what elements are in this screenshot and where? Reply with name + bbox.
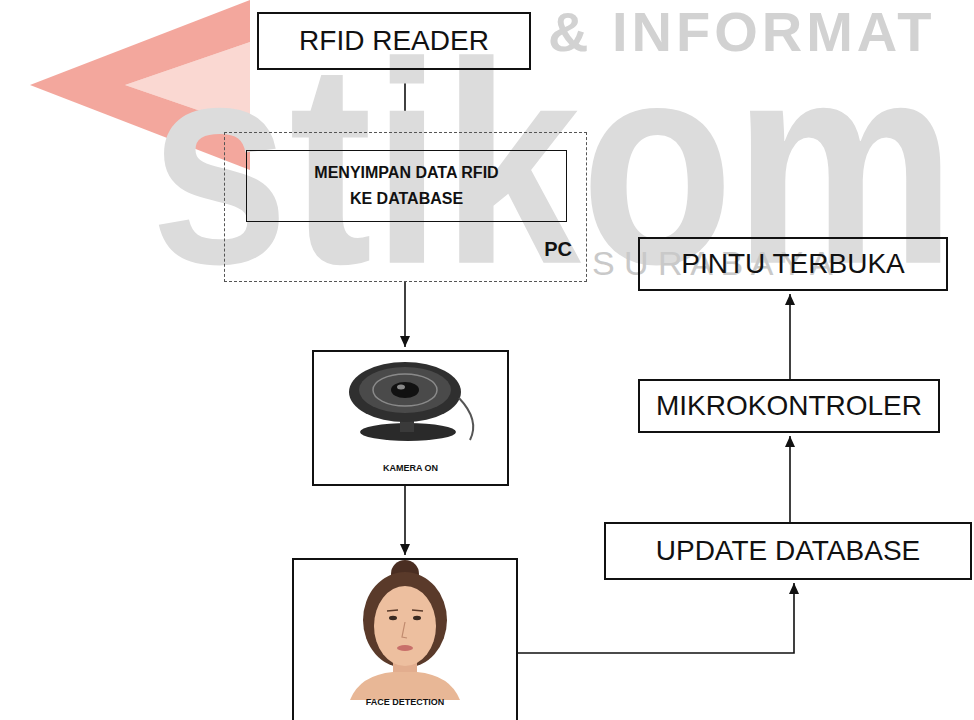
- face-detection-box: FACE DETECTION: [292, 558, 518, 720]
- arrow-head: [789, 583, 799, 594]
- node-text: PINTU TERBUKA: [681, 247, 905, 281]
- output-box: PINTU TERBUKA: [638, 237, 948, 291]
- node-text: PC: [544, 237, 572, 261]
- camera-box: KAMERA ON: [312, 350, 509, 486]
- arrow-head: [400, 544, 410, 555]
- node-text: UPDATE DATABASE: [656, 534, 921, 568]
- node-text: MENYIMPAN DATA RFID KE DATABASE: [304, 160, 509, 211]
- webcam-picture: [349, 362, 473, 441]
- node-text: RFID READER: [299, 24, 489, 58]
- arrow-connector: [400, 486, 410, 555]
- arrow-connector: [518, 583, 799, 653]
- connector-line: [518, 583, 794, 653]
- connector-line: [789, 436, 791, 522]
- arrow-head: [785, 436, 795, 447]
- process-box: RFID READER: [257, 12, 531, 70]
- face-picture: [350, 560, 460, 700]
- group-box: PC MENYIMPAN DATA RFID KE DATABASE: [224, 132, 587, 282]
- process-box: UPDATE DATABASE: [604, 522, 972, 580]
- arrow-head: [400, 336, 410, 347]
- controller-box: MIKROKONTROLER: [638, 379, 940, 433]
- arrow-connector: [785, 436, 795, 522]
- watermark-text: & INFORMAT: [548, 4, 935, 60]
- node-text: MIKROKONTROLER: [656, 389, 922, 423]
- node-text: FACE DETECTION: [366, 697, 445, 708]
- node-text: KAMERA ON: [383, 463, 438, 474]
- process-box: MENYIMPAN DATA RFID KE DATABASE: [246, 150, 567, 222]
